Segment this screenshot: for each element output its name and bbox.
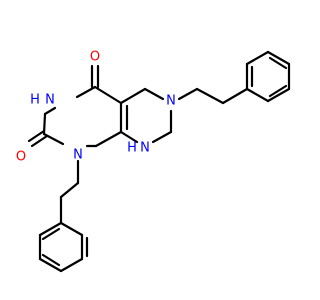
- bonds: [27, 50, 291, 273]
- bond: [43, 106, 57, 116]
- bond: [245, 87, 270, 103]
- atom-n-nh: N: [140, 141, 150, 156]
- bond: [119, 87, 147, 105]
- atom-labels: O H N O N N H N: [16, 50, 176, 165]
- bond: [94, 130, 123, 148]
- molecule-structure: O H N O N N H N: [16, 50, 291, 273]
- bond: [119, 130, 139, 144]
- bond: [38, 221, 63, 237]
- atom-h-left: H: [30, 93, 40, 108]
- bond: [177, 87, 199, 101]
- bond: [59, 257, 84, 273]
- bond: [30, 134, 49, 148]
- bond: [59, 181, 80, 199]
- bond: [59, 221, 84, 237]
- atom-n-right: N: [166, 94, 176, 109]
- atom-o-top: O: [90, 50, 100, 65]
- bond: [75, 85, 97, 99]
- bond: [41, 253, 61, 267]
- atom-n-bottom: N: [73, 148, 83, 163]
- bond: [41, 227, 61, 241]
- bond: [38, 257, 63, 273]
- bond: [245, 50, 270, 66]
- bond: [195, 87, 225, 105]
- bond: [27, 129, 46, 143]
- bond: [268, 84, 288, 98]
- bond: [143, 87, 165, 101]
- atom-h-nh: H: [127, 141, 137, 156]
- bond: [151, 130, 173, 144]
- bond: [93, 85, 123, 105]
- bond: [221, 87, 249, 105]
- atom-o-left: O: [16, 150, 26, 165]
- bond: [266, 87, 291, 103]
- bond: [266, 50, 291, 66]
- atom-n-left: N: [45, 93, 55, 108]
- bond: [268, 56, 288, 70]
